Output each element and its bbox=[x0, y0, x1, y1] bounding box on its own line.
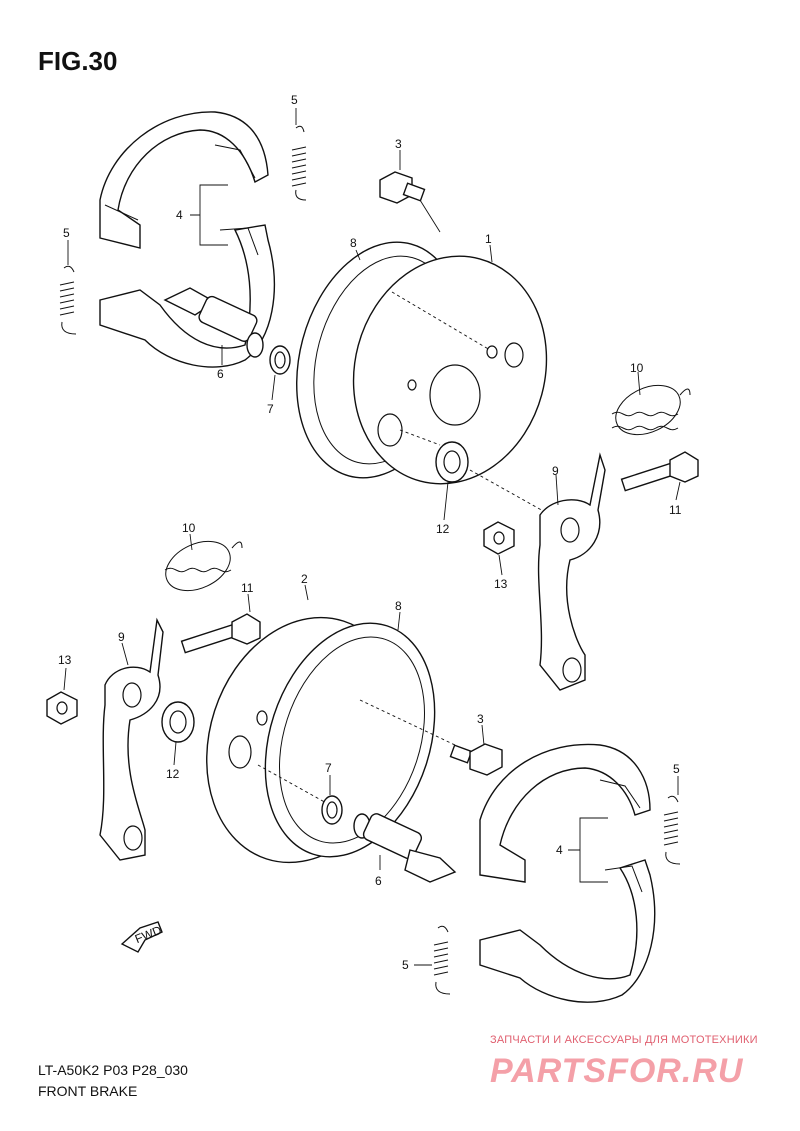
callout-12-lower: 12 bbox=[166, 767, 180, 781]
figure-title: FIG.30 bbox=[38, 46, 118, 76]
cam-lever-bolt-upper[interactable] bbox=[620, 451, 699, 492]
return-spring-lower-right[interactable] bbox=[663, 795, 681, 865]
callout-5-upper-right: 5 bbox=[291, 93, 298, 107]
cam-lever-spring-lower[interactable] bbox=[158, 532, 243, 601]
washer-upper[interactable] bbox=[269, 345, 291, 375]
cam-lever-nut-upper[interactable] bbox=[483, 521, 515, 555]
cam-lever-spring-upper[interactable] bbox=[608, 376, 691, 445]
brake-shoe-lower-a[interactable] bbox=[479, 743, 651, 883]
brake-shoe-lower-b[interactable] bbox=[479, 859, 656, 1003]
watermark-logo: PARTSFOR.RU bbox=[490, 1052, 744, 1090]
callout-6-lower: 6 bbox=[375, 874, 382, 888]
callout-11-lower: 11 bbox=[241, 581, 254, 595]
section-name: FRONT BRAKE bbox=[38, 1083, 138, 1099]
callout-10-lower: 10 bbox=[182, 521, 196, 535]
cam-lever-bolt-lower[interactable] bbox=[180, 613, 261, 654]
cam-washer-upper[interactable] bbox=[435, 441, 469, 483]
callout-8-lower: 8 bbox=[395, 599, 402, 613]
watermark-tagline: ЗАПЧАСТИ И АКСЕССУАРЫ ДЛЯ МОТОТЕХНИКИ bbox=[490, 1034, 758, 1046]
callout-2: 2 bbox=[301, 572, 308, 586]
callout-5-lower-right: 5 bbox=[673, 762, 680, 776]
callout-6-upper: 6 bbox=[217, 367, 224, 381]
callout-9-upper: 9 bbox=[552, 464, 559, 478]
brake-camshaft-upper[interactable] bbox=[163, 287, 264, 358]
brake-panel-front[interactable] bbox=[328, 234, 571, 505]
callout-10-upper: 10 bbox=[630, 361, 644, 375]
bolt-lower[interactable] bbox=[449, 743, 503, 776]
callout-4-upper: 4 bbox=[176, 208, 183, 222]
fwd-label: FWD bbox=[133, 923, 164, 946]
callout-5-upper-left: 5 bbox=[63, 226, 70, 240]
callout-4-lower: 4 bbox=[556, 843, 563, 857]
callout-11-upper: 11 bbox=[669, 503, 682, 517]
callout-7-upper: 7 bbox=[267, 402, 274, 416]
callout-13-lower: 13 bbox=[58, 653, 72, 667]
callout-7-lower: 7 bbox=[325, 761, 332, 775]
forward-direction-arrow: FWD bbox=[120, 921, 164, 953]
return-spring-lower-left[interactable] bbox=[433, 925, 451, 995]
cam-lever-nut-lower[interactable] bbox=[46, 691, 78, 725]
callout-1: 1 bbox=[485, 232, 492, 246]
callout-13-upper: 13 bbox=[494, 577, 508, 591]
model-code: LT-A50K2 P03 P28_030 bbox=[38, 1062, 188, 1078]
callout-8-upper: 8 bbox=[350, 236, 357, 250]
brake-shoe-upper-b[interactable] bbox=[99, 224, 275, 368]
cam-washer-lower[interactable] bbox=[161, 701, 195, 743]
return-spring-upper-right[interactable] bbox=[291, 125, 307, 201]
brake-cam-lever-upper[interactable] bbox=[537, 452, 606, 691]
bolt-upper[interactable] bbox=[379, 171, 426, 204]
callout-12-upper: 12 bbox=[436, 522, 450, 536]
callout-9-lower: 9 bbox=[118, 630, 125, 644]
brake-shoe-upper-a[interactable] bbox=[99, 111, 269, 249]
callout-3-lower: 3 bbox=[477, 712, 484, 726]
callout-5-lower-left: 5 bbox=[402, 958, 409, 972]
return-spring-upper-left[interactable] bbox=[59, 265, 77, 335]
brake-camshaft-lower[interactable] bbox=[353, 812, 457, 883]
drum-seal-lower[interactable] bbox=[237, 601, 463, 879]
washer-lower[interactable] bbox=[321, 795, 343, 825]
brake-cam-lever-lower[interactable] bbox=[99, 617, 164, 861]
callout-3-upper: 3 bbox=[395, 137, 402, 151]
